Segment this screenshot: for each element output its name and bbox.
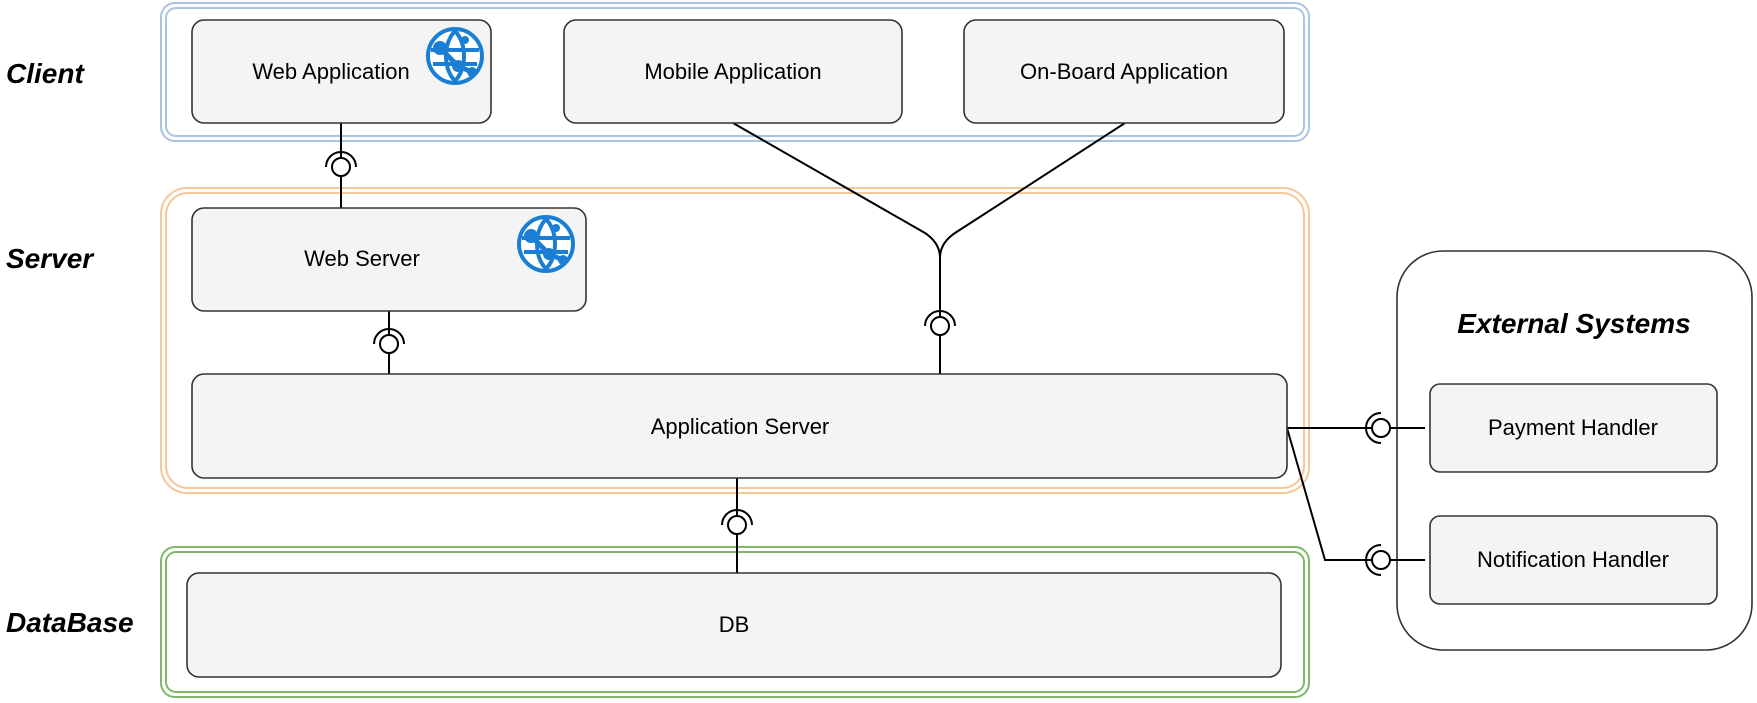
db-label: DB: [719, 612, 750, 637]
application-server-label: Application Server: [651, 414, 830, 439]
mobile-application-label: Mobile Application: [644, 59, 821, 84]
web-server-component[interactable]: Web Server: [191, 207, 587, 312]
onboard-application-label: On-Board Application: [1020, 59, 1228, 84]
web-server-label: Web Server: [304, 246, 420, 271]
client-tier-label: Client: [6, 58, 85, 89]
payment-handler-component[interactable]: Payment Handler: [1429, 383, 1718, 473]
globe-network-icon: [519, 217, 573, 271]
interface-web-server-app-server: [373, 328, 405, 354]
db-component[interactable]: DB: [186, 572, 1282, 678]
database-tier-label: DataBase: [6, 607, 134, 638]
external-systems-title: External Systems: [1457, 308, 1690, 339]
database-tier-container: [160, 546, 1310, 698]
notification-handler-component[interactable]: Notification Handler: [1429, 515, 1718, 605]
onboard-application-component[interactable]: On-Board Application: [963, 19, 1285, 124]
interface-app-server-db: [721, 509, 753, 535]
interface-web-app-web-server: [325, 151, 357, 177]
application-server-component[interactable]: Application Server: [191, 373, 1288, 479]
mobile-application-component[interactable]: Mobile Application: [563, 19, 903, 124]
server-tier-label: Server: [6, 243, 95, 274]
interface-mobile-onboard-app-server: [924, 310, 956, 336]
globe-network-icon: [428, 29, 482, 83]
server-tier-container: [160, 187, 1310, 494]
interface-notification-handler: [1365, 544, 1391, 576]
client-tier-container: [160, 2, 1310, 142]
payment-handler-label: Payment Handler: [1488, 415, 1658, 440]
interface-payment-handler: [1365, 412, 1391, 444]
connector-lines: [340, 122, 1425, 573]
web-application-label: Web Application: [252, 59, 409, 84]
notification-handler-label: Notification Handler: [1477, 547, 1669, 572]
web-application-component[interactable]: Web Application: [191, 19, 492, 124]
